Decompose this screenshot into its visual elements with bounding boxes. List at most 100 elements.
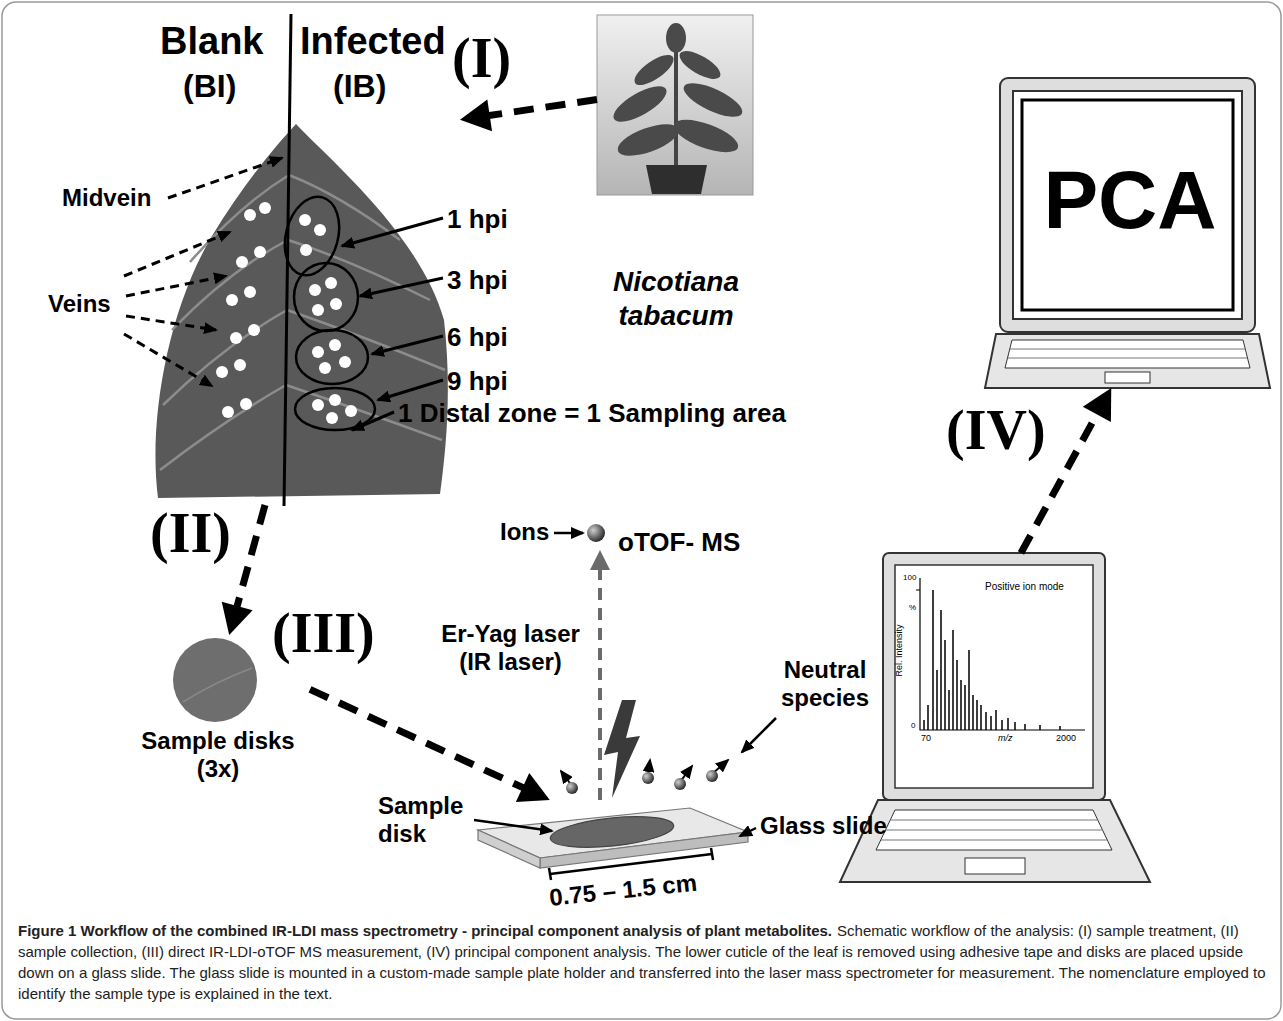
- label-text: Midvein: [62, 184, 151, 212]
- label-text: 9 hpi: [447, 366, 508, 396]
- workflow-arrow: [310, 689, 550, 802]
- leaf-illustration-part-part: [172, 240, 288, 330]
- node-text: (BI): [183, 67, 236, 105]
- dimension-bar-part: [711, 848, 713, 860]
- arrow-head: [460, 100, 492, 132]
- ion-path-part: [587, 524, 605, 542]
- leaf-illustration-part-part: [288, 240, 430, 300]
- plant-photo-box: Nicotiana tabacum: [597, 15, 757, 340]
- label-text: 0.75 – 1.5 cm: [548, 869, 698, 912]
- laptop-spectrum-part-part: [881, 840, 1108, 841]
- node-text: Positive ion mode: [985, 581, 1064, 593]
- label-text: Neutral species: [745, 656, 905, 712]
- leaf-illustration-part-part: [312, 304, 324, 316]
- label-text: 100: [903, 573, 916, 583]
- leaf-illustration-part-part: [345, 405, 357, 417]
- leaf-illustration-part-part: [339, 356, 351, 368]
- step-number: (III): [272, 605, 375, 661]
- plant-photo-part-part: [630, 49, 678, 90]
- leader-lines-part: [352, 412, 394, 430]
- node-text: Infected: [300, 19, 446, 63]
- label-text: m/z: [998, 733, 1013, 744]
- label-text: 3 hpi: [447, 265, 508, 295]
- leaf-illustration-part-part: [230, 332, 242, 344]
- leaf-illustration-part: [155, 124, 447, 498]
- leader-lines-part: [126, 316, 216, 330]
- laptop-spectrum-part: [881, 820, 1108, 840]
- step-number: (IV): [946, 402, 1046, 458]
- step-number: (I): [452, 30, 511, 86]
- plant-photo-part-part: [676, 46, 725, 85]
- leaf-illustration: [155, 14, 447, 506]
- leader-lines-part: [372, 336, 443, 354]
- ion-path-part: [590, 550, 610, 570]
- leader-lines: [124, 158, 443, 430]
- leaf-illustration-part-part: [240, 398, 252, 410]
- laptop-pca-part-part: [1008, 358, 1247, 359]
- leader-lines-part: [360, 278, 443, 296]
- ion-spheres-part: [706, 770, 718, 782]
- plant-photo-part: [674, 36, 678, 165]
- arrow-head: [516, 773, 550, 802]
- leader-lines-part: [742, 718, 776, 752]
- leaf-illustration-part-part: [326, 412, 338, 424]
- laptop-pca-part: [1008, 349, 1247, 358]
- leaf-illustration-part-part: [259, 202, 271, 214]
- leaf-illustration-part-part: [329, 394, 341, 406]
- leaf-illustration-part-part: [234, 359, 246, 371]
- leader-lines-part: [378, 380, 443, 400]
- ion-path: [587, 524, 610, 800]
- leaf-panel: Blank(BI)Infected(IB): [135, 15, 460, 505]
- ion-spheres-part: [642, 772, 654, 784]
- glass-slide: [478, 808, 748, 868]
- leaf-illustration-part-part: [300, 244, 312, 256]
- leader-lines-part: [342, 218, 443, 246]
- leaf-illustration-part-part: [244, 209, 256, 221]
- arrow-head: [222, 602, 253, 635]
- laptop-spectrum-part: [895, 565, 1093, 788]
- step-number: (II): [150, 505, 231, 561]
- node-text: Glass slide: [760, 812, 887, 840]
- plant-photo: [597, 15, 753, 195]
- leader-lines-part: [740, 828, 756, 836]
- sample-disk-part: [183, 668, 252, 702]
- label-text: 1 hpi: [447, 204, 508, 234]
- leader-lines-part: [554, 532, 583, 535]
- workflow-arrow: [460, 100, 597, 132]
- plant-photo-part-part: [679, 77, 746, 124]
- leaf-illustration-part-part: [330, 298, 342, 310]
- ion-spheres: [561, 760, 728, 794]
- ion-spheres-part: [566, 782, 578, 794]
- leaf-illustration-part-part: [299, 214, 311, 226]
- leaf-illustration-part-part: [312, 399, 324, 411]
- label-text: 70: [921, 733, 931, 744]
- laptop-spectrum-part-part: [885, 830, 1103, 831]
- node-text: Blank: [160, 19, 263, 63]
- leaf-illustration-part-part: [160, 385, 286, 470]
- label-text: Veins: [48, 290, 111, 318]
- sample-disk-part: [173, 638, 257, 722]
- leaf-illustration-part-part: [216, 366, 228, 378]
- label-text: Ions: [500, 518, 549, 546]
- label-text: Rel. Intensity: [894, 618, 905, 684]
- plant-photo-part-part: [666, 23, 686, 53]
- leaf-illustration-part-part: [296, 330, 368, 384]
- laptop-spectrum-part: [876, 810, 1112, 850]
- leaf-illustration-part-part: [254, 246, 266, 258]
- node-text: Sample disks (3x): [128, 727, 308, 783]
- ion-spheres-part: [561, 760, 728, 786]
- leader-lines: [474, 533, 776, 836]
- dashed-arrow-line: [310, 689, 526, 789]
- sample-disk: [173, 638, 257, 722]
- leader-lines-part: [474, 820, 552, 831]
- label-text: 2000: [1056, 733, 1076, 744]
- pca-laptop: PCA: [990, 78, 1272, 388]
- label-text: 0: [911, 721, 915, 731]
- label-text: 6 hpi: [447, 322, 508, 352]
- plant-photo-part: [597, 15, 753, 195]
- laptop-spectrum-part: [965, 858, 1025, 874]
- plant-photo-part-part: [609, 79, 672, 128]
- leaf-illustration-part-part: [287, 310, 445, 370]
- spectrum-laptop: Positive ion mode: [840, 553, 1152, 883]
